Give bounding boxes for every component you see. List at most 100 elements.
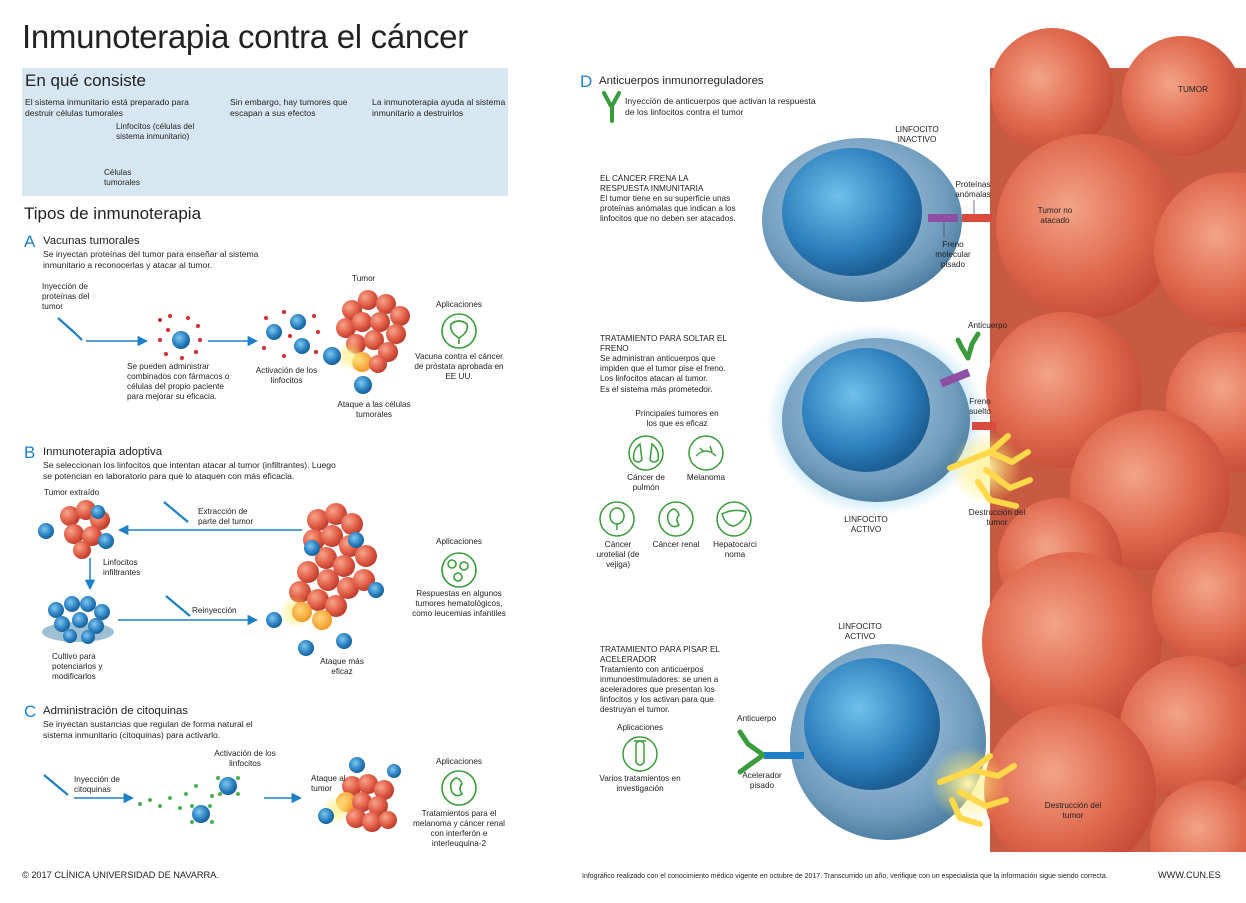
d-apps-text: Varios tratamientos en investigación — [599, 774, 681, 793]
section-a-title: Vacunas tumorales — [43, 235, 140, 247]
c-attack-label: Ataque al tumor — [311, 774, 346, 793]
d-not-attacked: Tumor no atacado — [1037, 206, 1073, 225]
section-b-graphics — [38, 500, 477, 656]
d-antibody-label-2: Anticuerpo — [737, 714, 777, 723]
d-active-label-2: LINFOCITO ACTIVO — [838, 622, 882, 641]
a-tumor-label: Tumor — [352, 274, 376, 283]
intro-col3-text: La inmunoterapia ayuda al sistema inmuni… — [372, 97, 506, 118]
bladder-icon — [599, 501, 635, 537]
culture-dish — [42, 596, 114, 644]
section-b-title: Inmunoterapia adoptiva — [43, 446, 163, 458]
d-brake-heading: EL CÁNCER FRENA LA RESPUESTA INMUNITARIA — [600, 174, 704, 193]
a-combine-label: Se pueden administrar combinados con fár… — [127, 362, 230, 401]
kidney-icon — [658, 501, 694, 537]
syringe-icon — [165, 595, 191, 617]
lymphocyte-active-2 — [737, 644, 1017, 840]
d-brake-released: Freno suelto — [969, 397, 991, 416]
b-culture-label: Cultivo para potenciarlos y modificarlos — [52, 652, 103, 681]
d-active-label-1: LINFOCITO ACTIVO — [844, 515, 888, 534]
b-apps-label: Aplicaciones — [436, 537, 482, 546]
d-main-tumors: Principales tumores en los que es eficaz — [635, 409, 719, 428]
d-accel-heading: TRATAMIENTO PARA PISAR EL ACELERADOR — [600, 645, 720, 664]
footer-copyright: © 2017 CLÍNICA UNIVERSIDAD DE NAVARRA. — [22, 870, 219, 880]
kidney-icon — [441, 770, 477, 806]
section-a-graphics — [57, 290, 477, 394]
intro-box — [22, 68, 508, 196]
section-c-graphics — [43, 757, 477, 832]
antibody-icon — [602, 91, 621, 123]
c-apps-text: Tratamientos para el melanoma y cáncer r… — [413, 809, 505, 848]
tumor-wall — [970, 28, 1246, 903]
prostate-icon — [441, 313, 477, 349]
intro-label-linfocitos: Linfocitos (células del sistema inmunita… — [116, 122, 195, 141]
d-destruction-1: Destrucción del tumor — [968, 508, 1026, 527]
section-c-title: Administración de citoquinas — [43, 705, 188, 717]
d-release-promising: Es el sistema más prometedor. — [600, 385, 713, 394]
lymphocyte-inactive — [762, 138, 992, 302]
d-inactive-label: LINFOCITO INACTIVO — [895, 125, 939, 144]
a-activation-label: Activación de los linfocitos — [255, 366, 318, 385]
section-d-desc: Inyección de anticuerpos que activan la … — [625, 96, 816, 117]
c-injection-label: Inyección de citoquinas — [74, 775, 120, 794]
intro-label-celulas: Células tumorales — [104, 168, 140, 187]
a-injection-label: Inyección de proteínas del tumor — [42, 282, 90, 311]
section-b-letter: B — [24, 443, 36, 462]
d-lung-label: Cáncer de pulmón — [627, 473, 665, 492]
b-reinjection-label: Reinyección — [192, 606, 237, 615]
d-melanoma-label: Melanoma — [686, 473, 726, 482]
section-c-desc: Se inyectan sustancias que regulan de fo… — [43, 719, 253, 740]
a-apps-text: Vacuna contra el cáncer de próstata apro… — [414, 352, 504, 381]
section-a-desc: Se inyectan proteínas del tumor para ens… — [43, 249, 259, 270]
c-apps-label: Aplicaciones — [436, 757, 482, 766]
section-a-letter: A — [24, 232, 36, 251]
d-brake-text: El tumor tiene en su superficie unas pro… — [600, 194, 736, 223]
d-destruction-2: Destrucción del tumor — [1044, 801, 1102, 820]
d-bladder-label: Cáncer urotelial (de vejiga) — [596, 540, 640, 569]
d-release-text: Se administran anticuerpos que impiden q… — [600, 354, 726, 383]
d-tumor-label: TUMOR — [1178, 85, 1209, 94]
skin-icon — [688, 435, 724, 471]
d-accel-text: Tratamiento con anticuerpos inmunoestimu… — [600, 665, 719, 714]
syringe-icon — [57, 317, 83, 341]
tumor-extracted — [38, 500, 114, 559]
intro-heading: En qué consiste — [25, 71, 146, 90]
section-d-letter: D — [580, 72, 593, 91]
footer-site: WWW.CUN.ES — [1158, 870, 1221, 880]
d-antibody-label: Anticuerpo — [968, 321, 1008, 330]
footer-note: Infográfico realizado con el conocimient… — [582, 873, 1108, 880]
d-abnormal-proteins: Proteínas anómalas — [955, 180, 991, 199]
intro-col2-text: Sin embargo, hay tumores que escapan a s… — [230, 97, 348, 118]
tumor-cluster-a — [323, 290, 410, 394]
a-apps-label: Aplicaciones — [436, 300, 482, 309]
test-tube-icon — [622, 736, 658, 772]
tumor-cluster-c — [318, 757, 401, 832]
b-extracted-label: Tumor extraído — [44, 488, 100, 497]
b-extraction-label: Extracción de parte del tumor — [198, 507, 254, 526]
d-brake-pressed: Freno molecular pisado — [935, 240, 971, 269]
lymphocyte-active-1 — [766, 324, 1033, 516]
a-attack-label: Ataque a las células tumorales — [337, 400, 411, 419]
section-d-title: Anticuerpos inmunorreguladores — [599, 75, 764, 87]
b-infiltrating-label: Linfocitos infiltrantes — [103, 558, 141, 577]
b-apps-text: Respuestas en algunos tumores hematológi… — [412, 589, 506, 618]
liver-icon — [716, 501, 752, 537]
blood-cells-icon — [441, 552, 477, 588]
d-renal-label: Cáncer renal — [652, 540, 700, 549]
tumor-type-icons — [599, 435, 752, 772]
intro-col1-text: El sistema inmunitario está preparado pa… — [25, 97, 189, 118]
d-apps-label: Aplicaciones — [617, 723, 663, 732]
tumor-cluster-b — [266, 503, 384, 656]
page-title: Inmunoterapia contra el cáncer — [22, 18, 468, 55]
section-c-letter: C — [24, 702, 37, 721]
c-activation-label: Activación de los linfocitos — [214, 749, 276, 768]
d-hepato-label: Hepatocarci noma — [713, 540, 757, 559]
types-heading: Tipos de inmunoterapia — [24, 204, 202, 223]
syringe-icon — [163, 501, 189, 523]
b-attack-label: Ataque más eficaz — [320, 657, 364, 676]
section-b-desc: Se seleccionan los linfocitos que intent… — [43, 460, 336, 481]
d-release-heading: TRATAMIENTO PARA SOLTAR EL FRENO — [600, 334, 727, 353]
lungs-icon — [628, 435, 664, 471]
syringe-icon — [43, 774, 69, 796]
d-accelerator-label: Acelerador pisado — [742, 771, 782, 790]
